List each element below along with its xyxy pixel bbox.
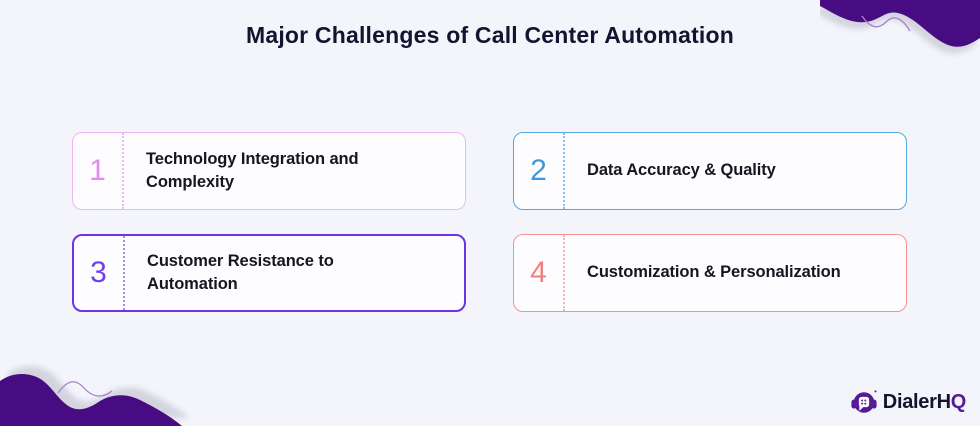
blob-shape	[820, 0, 980, 47]
card-label: Data Accuracy & Quality	[587, 161, 776, 180]
card-number: 3	[90, 256, 107, 289]
wavy-line-decoration	[57, 381, 113, 397]
dotted-divider	[563, 133, 565, 209]
challenge-card-1: 1 Technology Integration and Complexity	[72, 132, 466, 210]
card-number: 4	[530, 256, 547, 289]
dotted-divider	[122, 133, 124, 209]
wavy-line-decoration	[861, 15, 911, 32]
blob-shape	[0, 373, 182, 426]
logo-wordmark: DialerHQ	[882, 390, 967, 414]
challenge-card-4: 4 Customization & Personalization	[513, 234, 907, 312]
bottom-left-blob-decoration	[0, 365, 190, 426]
dotted-divider	[123, 236, 125, 310]
challenge-card-3: 3 Customer Resistance to Automation	[72, 234, 466, 312]
logo-text-dark: DialerH	[882, 390, 951, 413]
page-title: Major Challenges of Call Center Automati…	[245, 22, 735, 48]
card-label: Customization & Personalization	[587, 263, 841, 282]
headset-chat-icon	[851, 390, 877, 413]
challenge-card-2: 2 Data Accuracy & Quality	[513, 132, 907, 210]
card-label: Technology Integration and Complexity	[146, 149, 359, 191]
logo-text-accent: Q	[950, 390, 967, 413]
dialerhq-logo: DialerHQ	[850, 388, 966, 416]
top-right-blob-decoration	[820, 0, 980, 54]
challenge-cards-grid: 1 Technology Integration and Complexity …	[72, 132, 907, 312]
card-number: 1	[89, 154, 106, 187]
dotted-divider	[563, 235, 565, 311]
card-number: 2	[530, 154, 547, 187]
card-label: Customer Resistance to Automation	[147, 251, 334, 293]
